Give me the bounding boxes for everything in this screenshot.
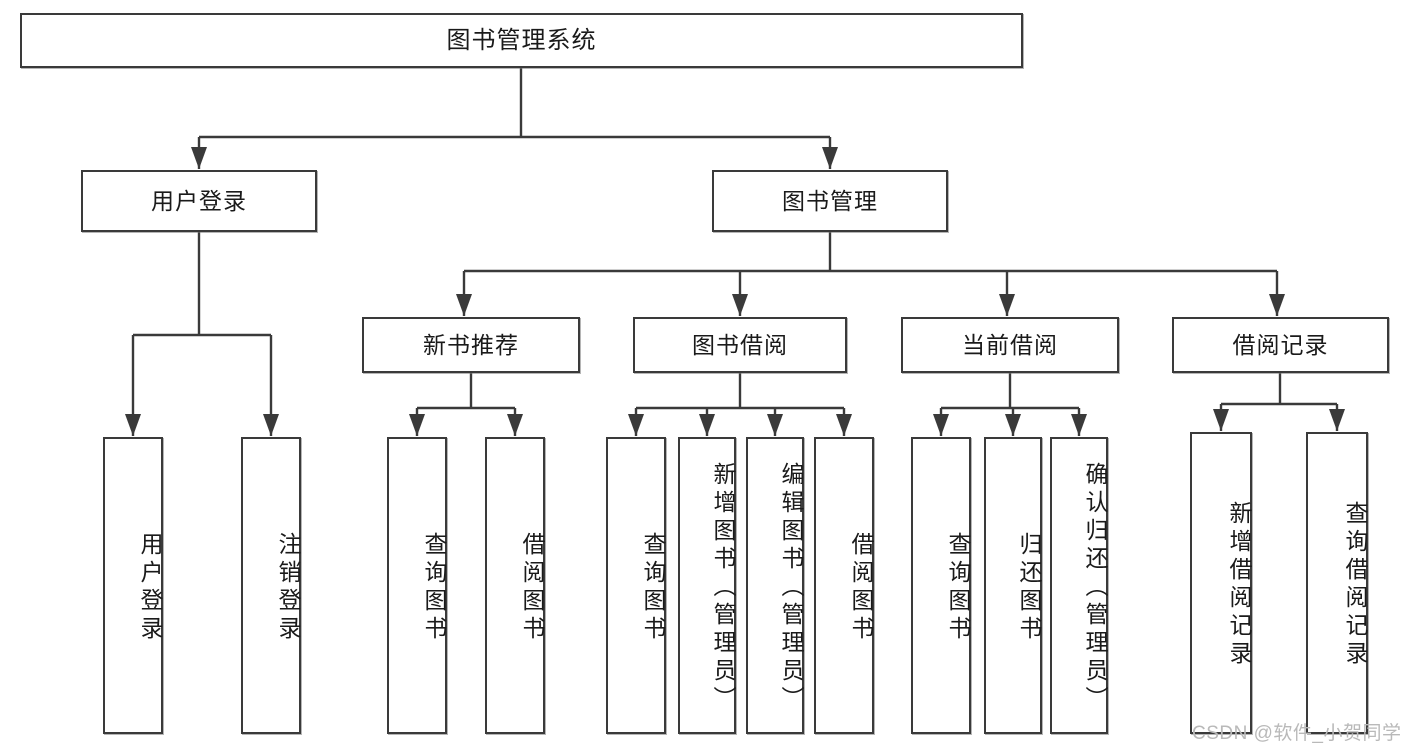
node-label: 编辑图书（管理员）	[778, 461, 804, 714]
node-leaf-cur-query[interactable]: 查询图书	[911, 437, 971, 734]
arrowhead-newbookrec-to-leaves-0	[409, 414, 425, 436]
arrowhead-borrowrecord-to-leaves-0	[1213, 409, 1229, 431]
arrowhead-bookmanage-to-level2-1	[732, 294, 748, 316]
node-leaf-rec-query2[interactable]: 查询借阅记录	[1306, 432, 1368, 734]
node-label: 查询图书	[421, 531, 447, 644]
node-label: 查询借阅记录	[1342, 501, 1368, 669]
node-leaf-rec-query[interactable]: 查询图书	[387, 437, 447, 734]
node-leaf-book-edit[interactable]: 编辑图书（管理员）	[746, 437, 804, 734]
node-label: 当前借阅	[962, 331, 1058, 358]
arrowhead-root-to-level1-1	[822, 147, 838, 169]
node-label: 图书借阅	[692, 331, 788, 358]
node-leaf-book-add[interactable]: 新增图书（管理员）	[678, 437, 736, 734]
arrowhead-bookborrow-to-leaves-2	[767, 414, 783, 436]
node-book-borrow[interactable]: 图书借阅	[633, 317, 847, 373]
arrowhead-bookmanage-to-level2-2	[999, 294, 1015, 316]
arrowhead-userlogin-to-leaves-0	[125, 414, 141, 436]
node-borrow-record[interactable]: 借阅记录	[1172, 317, 1389, 373]
arrowhead-userlogin-to-leaves-1	[263, 414, 279, 436]
node-label: 借阅记录	[1232, 331, 1329, 358]
node-user-login[interactable]: 用户登录	[81, 170, 317, 232]
node-book-manage[interactable]: 图书管理	[712, 170, 948, 232]
arrowhead-currentborrow-to-leaves-2	[1071, 414, 1087, 436]
node-label: 图书管理系统	[446, 26, 597, 54]
node-label: 用户登录	[137, 531, 163, 644]
node-label: 注销登录	[275, 531, 301, 644]
csdn-watermark: CSDN @软件_小贺同学	[1192, 723, 1402, 744]
node-leaf-rec-borrow[interactable]: 借阅图书	[485, 437, 545, 734]
arrowhead-bookmanage-to-level2-3	[1269, 294, 1285, 316]
node-leaf-cur-confirm[interactable]: 确认归还（管理员）	[1050, 437, 1108, 734]
node-label: 新增图书（管理员）	[710, 461, 736, 714]
node-new-book-rec[interactable]: 新书推荐	[362, 317, 580, 373]
arrowhead-bookborrow-to-leaves-3	[836, 414, 852, 436]
node-label: 新书推荐	[423, 331, 519, 358]
node-label: 借阅图书	[519, 531, 545, 644]
node-label: 确认归还（管理员）	[1082, 461, 1108, 714]
node-leaf-user-logout[interactable]: 注销登录	[241, 437, 301, 734]
arrowhead-currentborrow-to-leaves-1	[1005, 414, 1021, 436]
node-label: 新增借阅记录	[1226, 501, 1252, 669]
node-current-borrow[interactable]: 当前借阅	[901, 317, 1119, 373]
node-leaf-rec-add[interactable]: 新增借阅记录	[1190, 432, 1252, 734]
node-label: 借阅图书	[848, 531, 874, 644]
node-label: 归还图书	[1016, 531, 1042, 644]
arrowhead-bookborrow-to-leaves-0	[628, 414, 644, 436]
node-leaf-borrow-book[interactable]: 借阅图书	[814, 437, 874, 734]
node-root[interactable]: 图书管理系统	[20, 13, 1023, 68]
arrowhead-root-to-level1-0	[191, 147, 207, 169]
node-label: 查询图书	[945, 531, 971, 644]
node-leaf-borrow-query[interactable]: 查询图书	[606, 437, 666, 734]
arrowhead-borrowrecord-to-leaves-1	[1329, 409, 1345, 431]
node-leaf-user-login[interactable]: 用户登录	[103, 437, 163, 734]
node-label: 用户登录	[151, 187, 247, 214]
node-label: 查询图书	[640, 531, 666, 644]
arrowhead-bookborrow-to-leaves-1	[699, 414, 715, 436]
arrowhead-newbookrec-to-leaves-1	[507, 414, 523, 436]
arrowhead-currentborrow-to-leaves-0	[933, 414, 949, 436]
node-leaf-cur-return[interactable]: 归还图书	[984, 437, 1042, 734]
arrowhead-bookmanage-to-level2-0	[456, 294, 472, 316]
node-label: 图书管理	[782, 187, 878, 214]
